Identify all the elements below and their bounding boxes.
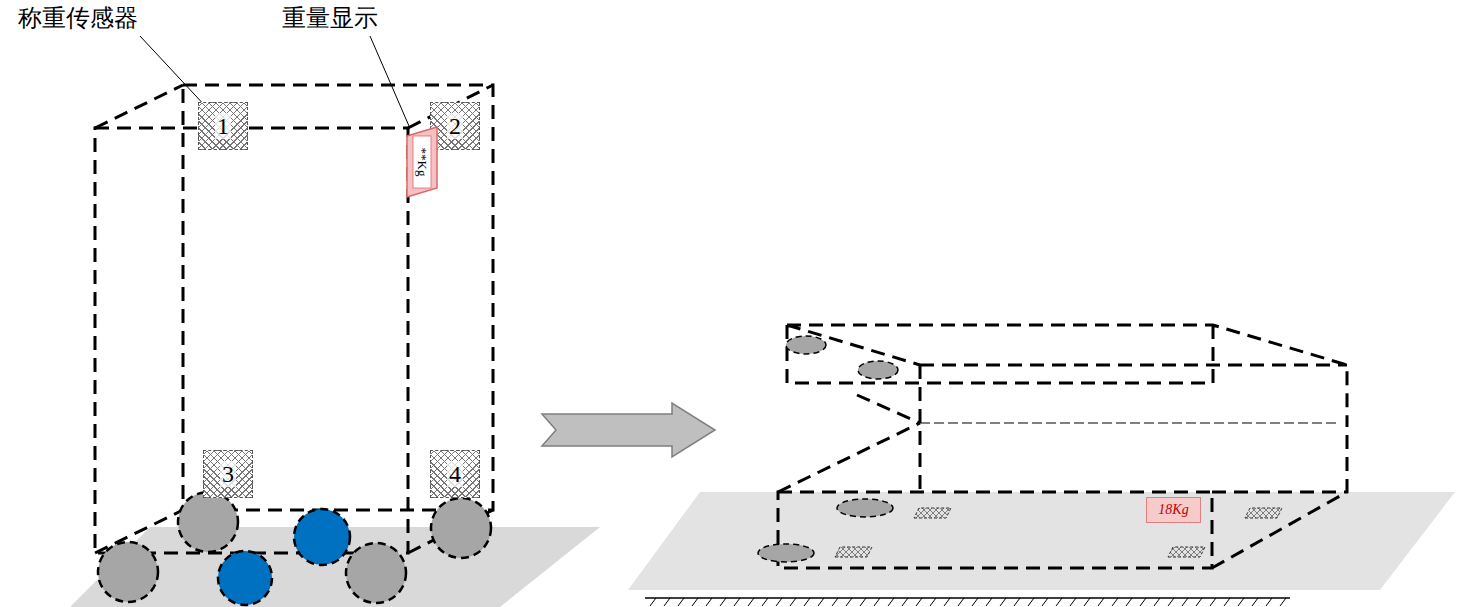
weight-readout: 18Kg	[1146, 497, 1201, 523]
ground-line	[645, 597, 1290, 599]
callout-label: 称重传感器	[18, 4, 138, 33]
cabinet-outline	[95, 85, 493, 553]
ground-plane	[628, 492, 1455, 590]
sensor-pads	[835, 508, 1282, 557]
load-sensor: 1	[198, 102, 248, 150]
wheel-discs	[758, 336, 898, 562]
weight-value: 18Kg	[1158, 503, 1188, 517]
weight-display: **Kg	[406, 126, 438, 198]
sensor-number: 2	[447, 113, 463, 139]
flattened-cabinet	[778, 325, 1347, 568]
callout-label: 重量显示	[282, 4, 378, 33]
weight-value: **Kg	[416, 148, 429, 177]
leader-line	[370, 36, 409, 126]
load-sensor: 4	[430, 450, 480, 498]
load-sensor: 3	[203, 450, 253, 498]
transition-arrow	[542, 403, 715, 457]
sensor-number: 4	[447, 461, 463, 487]
edge-line	[920, 422, 1340, 423]
sensor-number: 1	[215, 113, 231, 139]
sensor-number: 3	[220, 461, 236, 487]
wheels	[98, 492, 491, 605]
ground-hatch	[650, 598, 1286, 606]
